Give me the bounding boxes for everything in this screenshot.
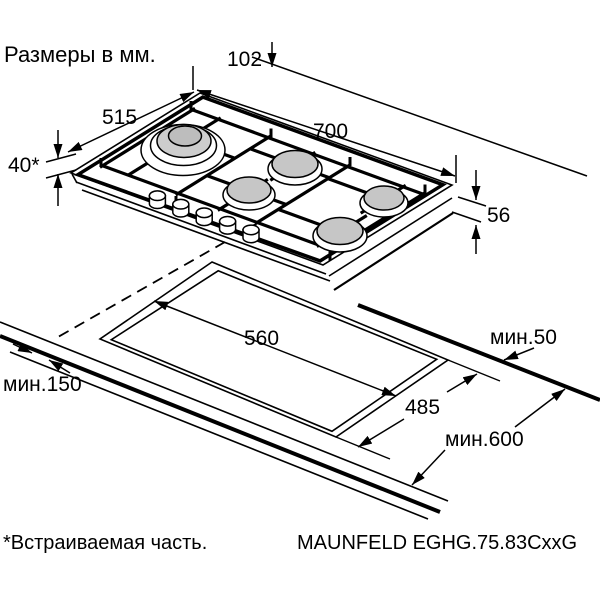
burner-small-mid-front (222, 176, 276, 211)
dimension-515-line (67, 91, 195, 153)
dimension-560-line (153, 300, 397, 397)
hob-body-edges (71, 173, 454, 291)
worktop-cutout-drawing (0, 241, 600, 520)
dimension-min150: мин.150 (3, 342, 82, 396)
burner-small-right-front (312, 216, 368, 253)
hob-body-front-lower-line (81, 189, 331, 282)
burner-large (140, 123, 226, 177)
dimension-40-tick-top (45, 153, 77, 163)
knob (195, 207, 213, 227)
dimension-label-min150: мин.150 (3, 373, 82, 396)
worktop-rear-edge-line (357, 303, 600, 402)
burner-cap (316, 216, 364, 246)
dimension-label-485: 485 (405, 396, 440, 419)
hob-body-right-lower-line (333, 212, 454, 291)
dimension-label-56: 56 (487, 204, 510, 227)
knob (172, 198, 190, 218)
dimension-560: 560 (153, 300, 397, 397)
dimension-700: 700 (196, 89, 457, 183)
hob-body-front-line (75, 181, 327, 275)
burner-cap (226, 176, 272, 204)
dimension-56-tick-bottom (451, 211, 482, 223)
burner-cap (271, 149, 319, 179)
burner-large-cap (167, 125, 203, 147)
dimension-label-700: 700 (313, 120, 348, 143)
worktop-front-edge-top-line (0, 321, 449, 502)
dimension-515: 515 (67, 91, 195, 153)
knob (242, 224, 260, 244)
burner-small-right-rear (359, 185, 409, 218)
dimension-label-560: 560 (244, 327, 279, 350)
dimension-56-tick-top (457, 196, 487, 207)
units-note: Размеры в мм. (4, 42, 156, 67)
dimension-label-min600: мин.600 (445, 428, 524, 451)
dimension-label-515: 515 (102, 106, 137, 129)
burner-cap (363, 185, 405, 211)
dimension-min600-arrow-up (514, 388, 566, 428)
dimension-label-102: 102 (227, 48, 262, 71)
dimension-label-40: 40* (8, 154, 40, 177)
hob-body-right-line (328, 197, 453, 277)
dimension-min600: мин.600 (411, 388, 566, 486)
dimension-label-min50: мин.50 (490, 326, 557, 349)
dimension-56: 56 (451, 170, 510, 254)
model-name: MAUNFELD EGHG.75.83CxxG (297, 532, 577, 554)
dimension-485-arrow-up (446, 373, 478, 393)
hob-body-corner-line (71, 173, 78, 184)
dimension-min50-arrow (503, 347, 535, 361)
knob (148, 190, 167, 210)
dimension-40: 40* (8, 130, 77, 206)
cutout-extension-line-rear (447, 359, 501, 382)
dimension-min150-arrow-left (48, 359, 71, 374)
burner-small-mid-rear (267, 149, 323, 186)
dimension-min150-arrow-right (12, 342, 33, 354)
worktop-front-edge-bottom-line (9, 351, 429, 520)
dimension-min50: мин.50 (490, 326, 557, 361)
control-knobs (148, 190, 260, 244)
worktop-left-edge-dashed-line (57, 241, 226, 338)
knob (218, 215, 237, 235)
dimension-min600-arrow-down (411, 449, 446, 486)
dimension-485: 485 (357, 373, 478, 448)
builtin-footnote: *Встраиваемая часть. (3, 532, 207, 554)
cutout-extension-line-front (335, 436, 391, 460)
dimension-485-arrow-down (357, 418, 405, 448)
worktop-front-edge-thick-line (0, 334, 441, 514)
dimension-700-line (196, 89, 456, 177)
